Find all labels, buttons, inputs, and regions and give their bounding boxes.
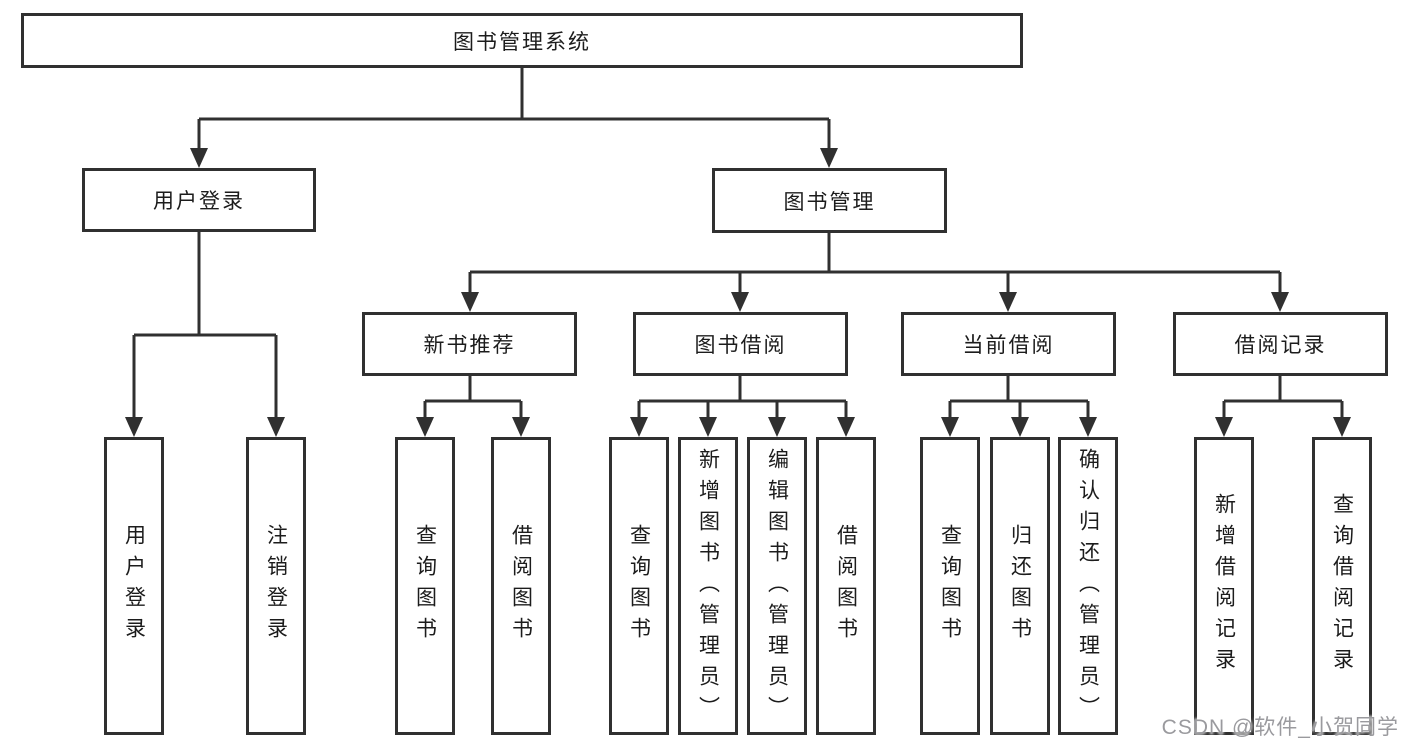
leaf-return-book: 归还图书 <box>990 437 1050 735</box>
leaf-add-book-admin: 新增图书（管理员） <box>678 437 738 735</box>
leaf-edit-book-admin: 编辑图书（管理员） <box>747 437 807 735</box>
leaf-borrow-books-under-newbook: 借阅图书 <box>491 437 551 735</box>
leaf-confirm-return-admin: 确认归还（管理员） <box>1058 437 1118 735</box>
node-book-borrow: 图书借阅 <box>633 312 848 376</box>
leaf-query-borrow-record: 查询借阅记录 <box>1312 437 1372 735</box>
node-new-book-recommend: 新书推荐 <box>362 312 577 376</box>
leaf-add-borrow-record: 新增借阅记录 <box>1194 437 1254 735</box>
node-user-login: 用户登录 <box>82 168 316 232</box>
arrowheads <box>125 148 1351 437</box>
node-current-borrow: 当前借阅 <box>901 312 1116 376</box>
node-borrow-records: 借阅记录 <box>1173 312 1388 376</box>
leaf-query-books-under-current: 查询图书 <box>920 437 980 735</box>
watermark: CSDN @软件_小贺同学 <box>1161 716 1399 739</box>
leaf-user-login: 用户登录 <box>104 437 164 735</box>
node-root: 图书管理系统 <box>21 13 1023 68</box>
node-book-management: 图书管理 <box>712 168 947 233</box>
leaf-borrow-books-under-borrow: 借阅图书 <box>816 437 876 735</box>
leaf-query-books-under-newbook: 查询图书 <box>395 437 455 735</box>
leaf-query-books-under-borrow: 查询图书 <box>609 437 669 735</box>
leaf-logout: 注销登录 <box>246 437 306 735</box>
connector-path <box>132 68 1344 421</box>
